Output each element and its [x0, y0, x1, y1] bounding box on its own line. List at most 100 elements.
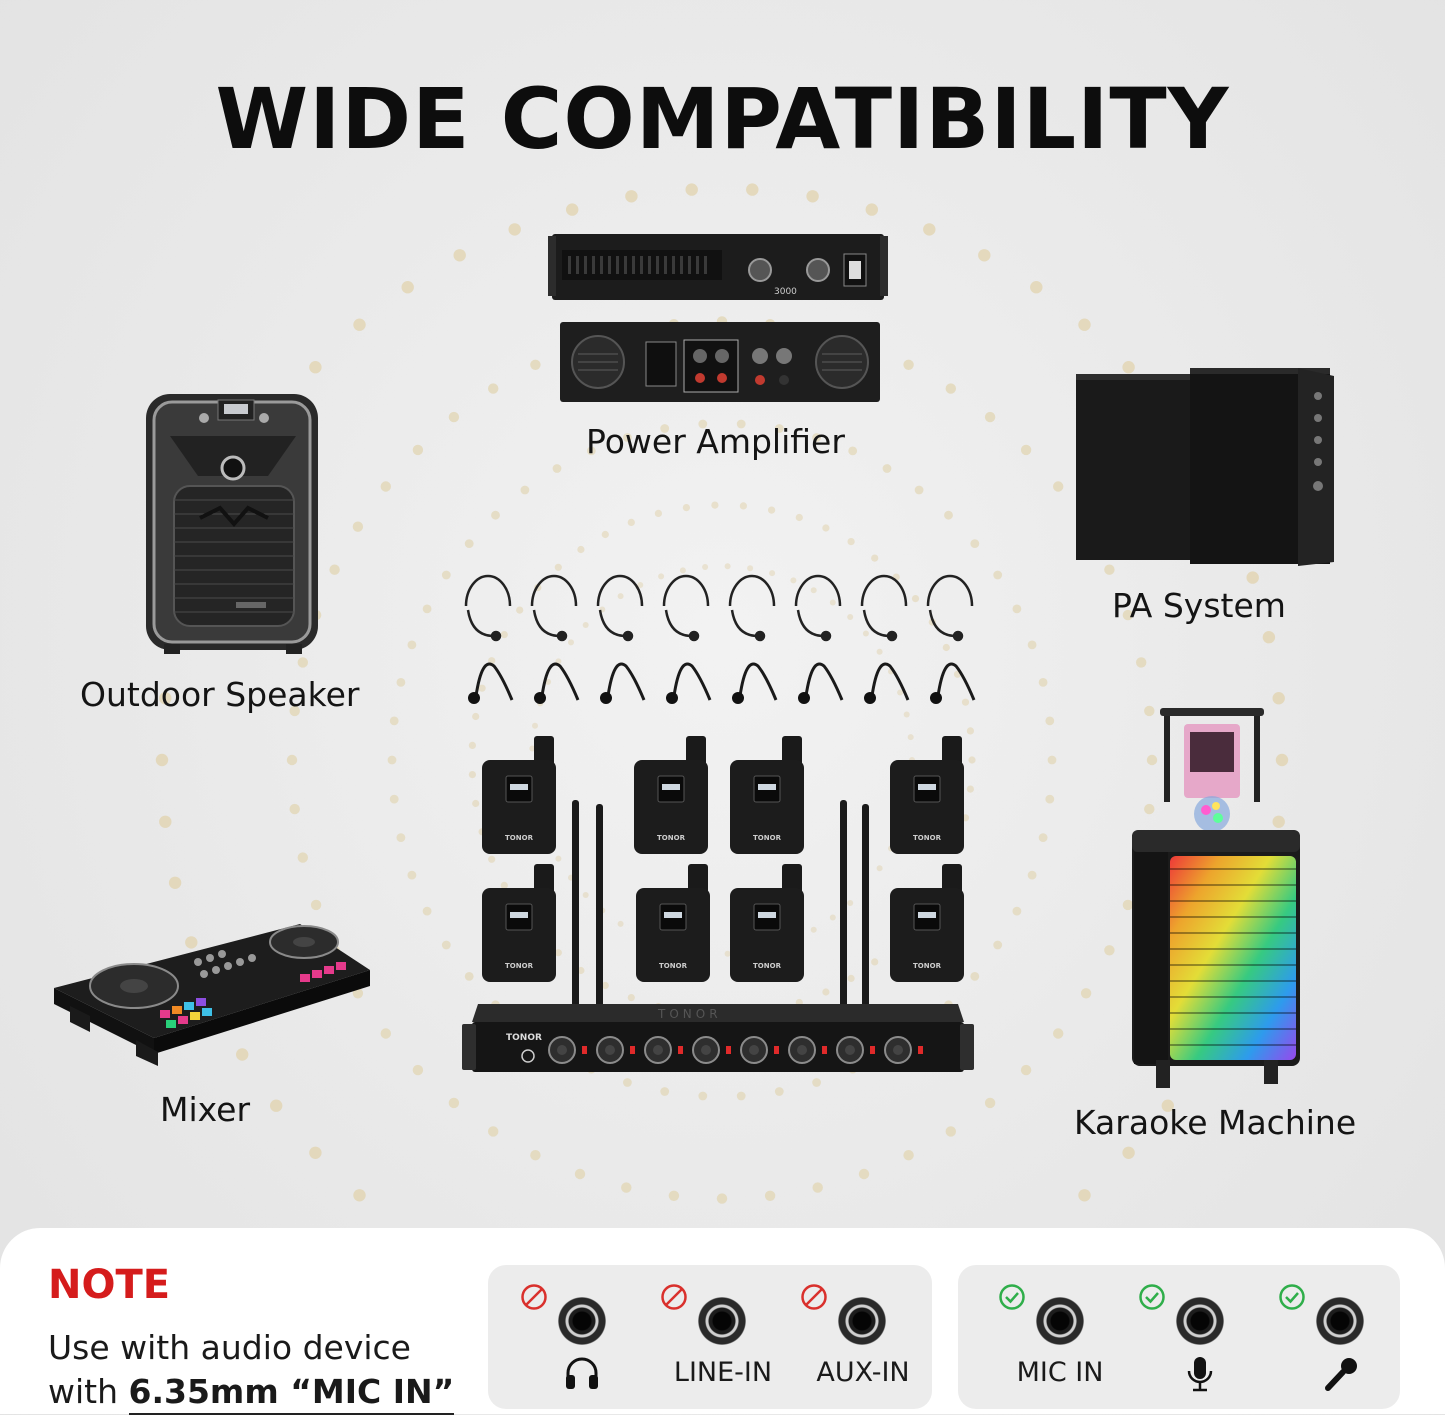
ring-dot	[882, 464, 892, 473]
ring-dot	[769, 570, 776, 577]
lavalier-cable	[672, 662, 712, 701]
ring-dot	[822, 988, 830, 996]
ring-dot	[617, 920, 624, 927]
forbidden-icon	[521, 1284, 547, 1310]
mixer-label: Mixer	[160, 1090, 251, 1129]
ring-dot	[422, 906, 432, 916]
headset-boom	[862, 609, 891, 638]
ring-dot	[637, 582, 644, 588]
ring-dot	[623, 433, 632, 442]
karaoke-machine-image	[1132, 708, 1300, 1088]
ring-dot	[185, 936, 198, 949]
ring-dot	[944, 510, 953, 520]
ring-dot	[847, 974, 855, 983]
ring-dot	[764, 1190, 776, 1202]
ring-dot	[468, 771, 476, 779]
ring-dot	[500, 631, 508, 639]
ring-dot	[660, 1087, 670, 1096]
lavalier-cable	[870, 662, 910, 701]
ring-dot	[532, 722, 538, 729]
ring-dot	[478, 684, 486, 692]
ring-dot	[822, 524, 830, 532]
ring-dot	[627, 994, 635, 1002]
ring-dot	[942, 643, 950, 652]
ring-dot	[923, 223, 936, 236]
ring-dot	[555, 855, 562, 862]
ring-dot	[1080, 988, 1092, 999]
ring-dot	[329, 564, 340, 575]
ring-dot	[412, 1064, 424, 1076]
ring-dot	[806, 190, 819, 203]
ring-dot	[790, 577, 797, 584]
ring-dot	[978, 249, 991, 262]
ring-dot	[862, 630, 869, 637]
line-in-jack	[698, 1297, 746, 1345]
ring-dot	[396, 678, 406, 687]
headset-boom	[664, 609, 693, 638]
ring-dot	[621, 1182, 632, 1193]
ring-dot	[945, 383, 956, 394]
bodypack-brand: TONOR	[505, 834, 534, 842]
ring-dot	[970, 539, 980, 548]
ring-dot	[601, 981, 609, 990]
ring-dot	[911, 595, 920, 603]
power-amplifier-image: 3000	[548, 234, 888, 402]
ring-dot	[530, 1150, 541, 1161]
bodypack-brand: TONOR	[657, 834, 686, 842]
ring-dot	[1038, 678, 1048, 687]
ring-dot	[1146, 754, 1158, 766]
ring-dot	[582, 892, 589, 898]
ring-dot	[739, 502, 748, 510]
ring-dot	[1030, 281, 1043, 294]
ring-dot	[1122, 609, 1134, 621]
ring-dot	[698, 1091, 708, 1101]
headset-mic	[886, 630, 898, 642]
ring-dot	[286, 754, 298, 766]
ring-dot	[1053, 1028, 1064, 1039]
lavalier-cable	[474, 662, 514, 701]
headset-mic	[754, 630, 766, 642]
ring-dot	[1122, 361, 1135, 374]
ring-dot	[309, 1146, 322, 1160]
ring-dot	[554, 563, 562, 571]
lavalier-mic	[468, 692, 480, 704]
ring-dot	[159, 815, 172, 828]
headset-boom	[928, 609, 957, 638]
handheld-mic-jack	[1316, 1297, 1364, 1345]
lavalier-cable	[936, 662, 976, 701]
ring-dot	[668, 1190, 680, 1202]
lavalier-cable	[606, 662, 646, 701]
ring-dot	[552, 464, 562, 473]
receiver-top-brand: TONOR	[657, 1007, 722, 1021]
ring-dot	[774, 1087, 784, 1096]
ring-dot	[441, 940, 451, 950]
lavalier-mic	[864, 692, 876, 704]
bodypack-transmitter: TONOR	[482, 736, 556, 854]
microphone-icon	[1187, 1357, 1213, 1392]
lavalier-mic	[930, 692, 942, 704]
ring-dot	[1078, 1189, 1091, 1202]
ring-dot	[966, 727, 975, 735]
ring-dot	[453, 249, 466, 262]
ring-dot	[422, 604, 432, 614]
ring-dot	[236, 1048, 249, 1061]
ring-dot	[1038, 833, 1048, 842]
ring-dot	[1012, 604, 1022, 614]
ring-dot	[508, 223, 521, 236]
receiver-brand-label: TONOR	[506, 1033, 542, 1043]
ring-dot	[412, 444, 424, 456]
note-line-2-prefix: with	[48, 1372, 129, 1411]
mixer-image	[54, 924, 370, 1066]
bodypack-brand: TONOR	[659, 962, 688, 970]
headset-mic	[820, 630, 832, 642]
headset-mic	[952, 630, 964, 642]
ring-dot	[847, 538, 855, 546]
ring-dot	[903, 1150, 914, 1161]
ring-dot	[1104, 945, 1115, 956]
ring-dot	[389, 716, 399, 726]
bodypack-transmitter: TONOR	[890, 864, 964, 982]
check-icon	[999, 1284, 1025, 1310]
ring-dot	[448, 1097, 460, 1109]
outdoor-speaker-image	[146, 394, 318, 654]
